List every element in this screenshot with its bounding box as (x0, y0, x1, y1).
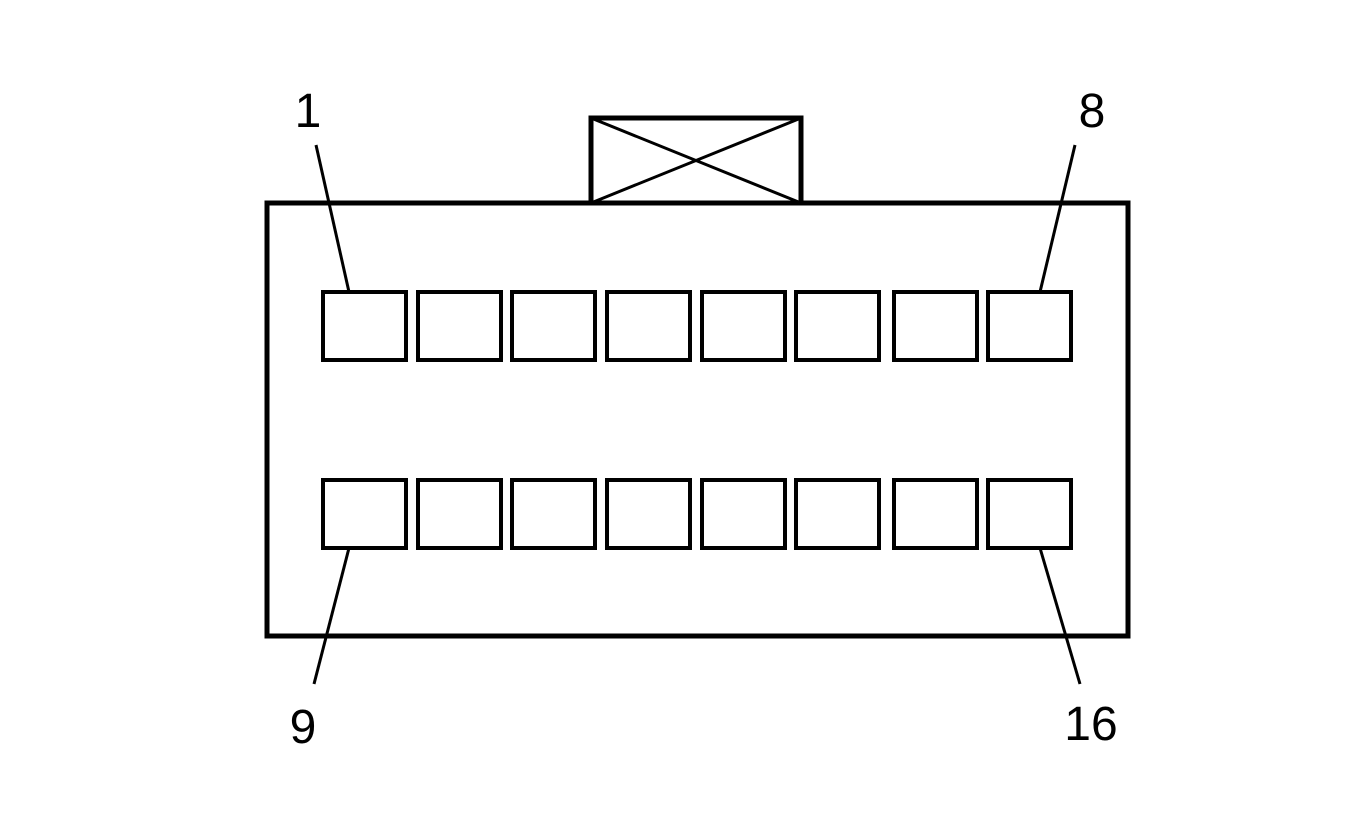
pin-cavity-9 (321, 478, 408, 550)
pin-cavity-13 (700, 478, 787, 550)
pin-cavity-12 (605, 478, 692, 550)
pin-cavity-14 (794, 478, 881, 550)
lock-tab-outline (588, 115, 804, 206)
pin-label-9: 9 (290, 701, 317, 754)
leader-line-pin-9 (312, 547, 351, 685)
pin-cavity-2 (416, 290, 503, 362)
pin-cavity-7 (892, 290, 979, 362)
pin-cavity-1 (321, 290, 408, 362)
pin-row-top (321, 290, 1073, 362)
pin-cavity-10 (416, 478, 503, 550)
leader-line-pin-1 (314, 144, 351, 293)
pin-label-1: 1 (295, 85, 322, 138)
pin-row-bottom (321, 478, 1073, 550)
lock-tab (588, 115, 804, 206)
pin-cavity-16 (986, 478, 1073, 550)
pin-cavity-8 (986, 290, 1073, 362)
pin-cavity-15 (892, 478, 979, 550)
pin-label-8: 8 (1079, 85, 1106, 138)
pin-cavity-11 (510, 478, 597, 550)
pin-cavity-3 (510, 290, 597, 362)
pin-cavity-5 (700, 290, 787, 362)
connector-housing (264, 200, 1131, 639)
pin-cavity-4 (605, 290, 692, 362)
pin-cavity-6 (794, 290, 881, 362)
lock-tab-cross-line-b (590, 116, 802, 205)
leader-line-pin-8 (1038, 144, 1077, 293)
pin-label-16: 16 (1064, 698, 1117, 751)
leader-line-pin-16 (1038, 547, 1082, 685)
